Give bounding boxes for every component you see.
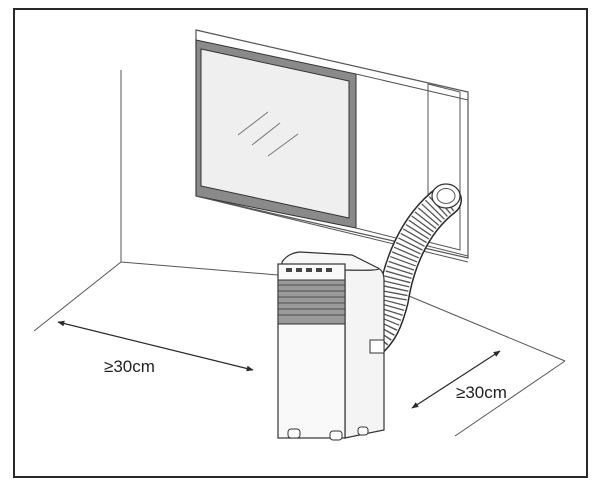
caster-wheels [287,426,369,441]
clearance-left-label: ≥30cm [104,357,155,376]
room-lines [33,70,566,437]
glass-glare [237,111,299,157]
diagram-border [13,8,588,478]
control-panel [286,268,332,272]
hose-connector [369,339,385,354]
clearance-right-arrow [411,350,501,409]
portable-ac-unit [277,251,385,441]
clearance-right-label: ≥30cm [456,383,507,402]
air-grille [277,279,346,325]
window-glass [200,48,350,219]
clearance-left-arrow [57,320,254,372]
